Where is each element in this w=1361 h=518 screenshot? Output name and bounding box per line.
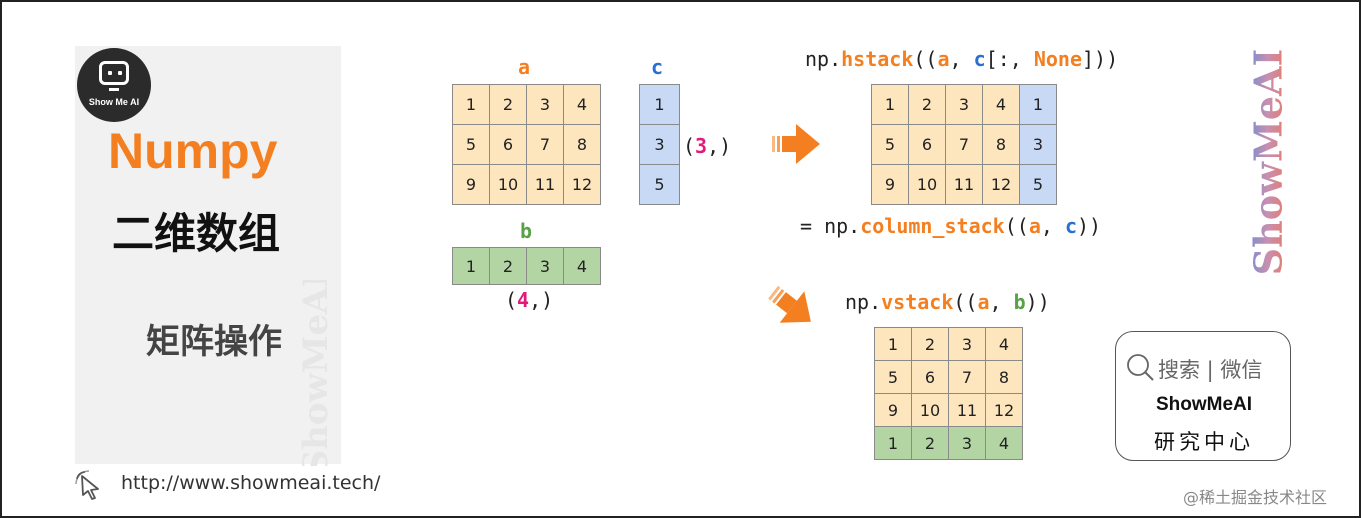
watermark-text: ShowMeAI bbox=[298, 280, 336, 466]
matrix-row: 5 bbox=[639, 164, 680, 205]
matrix-cell: 10 bbox=[908, 164, 946, 205]
matrix-cell: 3 bbox=[639, 124, 680, 165]
matrix-cell: 8 bbox=[985, 360, 1023, 394]
matrix-row: 1 bbox=[639, 84, 680, 125]
matrix-cell: 4 bbox=[982, 84, 1020, 125]
matrix-cell: 8 bbox=[982, 124, 1020, 165]
cursor-click-icon bbox=[75, 470, 99, 500]
matrix-cell: 1 bbox=[639, 84, 680, 125]
matrix-cell: 3 bbox=[948, 426, 986, 460]
matrix-cell: 2 bbox=[911, 426, 949, 460]
matrix-cell: 2 bbox=[489, 84, 527, 125]
matrix-cell: 4 bbox=[563, 84, 601, 125]
matrix-cell: 5 bbox=[452, 124, 490, 165]
matrix-cell: 2 bbox=[489, 247, 527, 285]
matrix-cell: 12 bbox=[985, 393, 1023, 427]
vstack-code: np.vstack((a, b)) bbox=[845, 290, 1050, 314]
matrix-cell: 7 bbox=[526, 124, 564, 165]
logo-text: Show Me AI bbox=[88, 97, 140, 107]
matrix-cell: 1 bbox=[871, 84, 909, 125]
shape-b: (4,) bbox=[505, 288, 554, 312]
watermark-right: ShowMeAI bbox=[1252, 49, 1291, 276]
matrix-cell: 10 bbox=[489, 164, 527, 205]
matrix-cell: 11 bbox=[945, 164, 983, 205]
matrix-cell: 1 bbox=[1019, 84, 1057, 125]
matrix-cell: 4 bbox=[985, 426, 1023, 460]
matrix-cell: 6 bbox=[911, 360, 949, 394]
matrix-cell: 3 bbox=[948, 327, 986, 361]
matrix-cell: 5 bbox=[639, 164, 680, 205]
label-a: a bbox=[518, 55, 531, 79]
search-wechat-label: 搜索 | 微信 bbox=[1158, 358, 1263, 382]
matrix-cell: 5 bbox=[874, 360, 912, 394]
matrix-cell: 1 bbox=[452, 84, 490, 125]
down-right-arrow-icon bbox=[768, 285, 811, 323]
matrix-cell: 3 bbox=[945, 84, 983, 125]
matrix-cell: 2 bbox=[911, 327, 949, 361]
matrix-cell: 5 bbox=[871, 124, 909, 165]
robot-logo-icon: Show Me AI bbox=[77, 48, 151, 122]
matrix-cell: 9 bbox=[874, 393, 912, 427]
matrix-cell: 8 bbox=[563, 124, 601, 165]
section-title: 矩阵操作 bbox=[146, 322, 282, 362]
site-url-link[interactable]: http://www.showmeai.tech/ bbox=[121, 472, 381, 494]
search-icon bbox=[1127, 354, 1154, 381]
page-subtitle: 二维数组 bbox=[112, 209, 281, 258]
matrix-cell: 1 bbox=[452, 247, 490, 285]
search-brand: ShowMeAI bbox=[1155, 394, 1253, 415]
footer-credit: @稀土掘金技术社区 bbox=[1183, 488, 1328, 507]
matrix-cell: 7 bbox=[945, 124, 983, 165]
watermark-left: ShowMeAI bbox=[298, 280, 336, 466]
matrix-cell: 2 bbox=[908, 84, 946, 125]
matrix-cell: 12 bbox=[563, 164, 601, 205]
matrix-cell: 3 bbox=[1019, 124, 1057, 165]
watermark-text: ShowMeAI bbox=[1252, 49, 1291, 276]
wechat-search-card: 搜索 | 微信 ShowMeAI 研究中心 bbox=[1115, 331, 1291, 461]
column-stack-code: = np.column_stack((a, c)) bbox=[800, 214, 1102, 238]
matrix-cell: 1 bbox=[874, 327, 912, 361]
matrix-cell: 4 bbox=[563, 247, 601, 285]
matrix-cell: 9 bbox=[871, 164, 909, 205]
matrix-row: 3 bbox=[639, 124, 680, 165]
matrix-cell: 3 bbox=[526, 247, 564, 285]
matrix-cell: 3 bbox=[526, 84, 564, 125]
matrix-cell: 9 bbox=[452, 164, 490, 205]
matrix-cell: 5 bbox=[1019, 164, 1057, 205]
label-c: c bbox=[651, 55, 664, 79]
matrix-cell: 12 bbox=[982, 164, 1020, 205]
matrix-cell: 7 bbox=[948, 360, 986, 394]
matrix-cell: 1 bbox=[874, 426, 912, 460]
hstack-code: np.hstack((a, c[:, None])) bbox=[805, 47, 1119, 71]
label-b: b bbox=[520, 219, 533, 243]
matrix-cell: 4 bbox=[985, 327, 1023, 361]
matrix-cell: 6 bbox=[908, 124, 946, 165]
matrix-cell: 10 bbox=[911, 393, 949, 427]
search-sub: 研究中心 bbox=[1154, 430, 1254, 454]
page-title: Numpy bbox=[108, 123, 278, 179]
shape-c: (3,) bbox=[683, 134, 732, 158]
matrix-cell: 11 bbox=[526, 164, 564, 205]
right-arrow-icon bbox=[772, 124, 820, 164]
matrix-cell: 6 bbox=[489, 124, 527, 165]
matrix-cell: 11 bbox=[948, 393, 986, 427]
